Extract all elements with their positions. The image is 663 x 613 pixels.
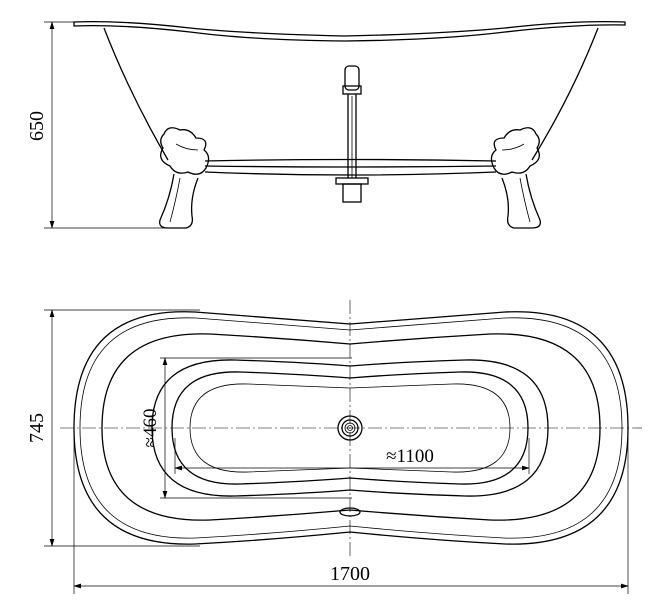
outer-rim-inner-edge [79,317,623,539]
drain-icon [337,415,363,441]
tub-body-left-side [103,27,169,161]
leg-crossbar [204,158,497,176]
side-view: 650 [26,20,626,229]
basin-length-dimension: ≈1100 [174,438,530,474]
basin-length-label: ≈1100 [386,446,434,467]
tub-body-right-side [531,27,599,161]
height-label: 650 [26,111,48,141]
outer-rim-outline [73,311,629,545]
depth-dimension: 745 [26,309,200,547]
depth-label: 745 [26,413,48,443]
length-label: 1700 [330,563,370,585]
ledge-outline [101,333,601,521]
right-claw-foot [490,127,541,229]
tub-rim [73,20,626,42]
basin-width-dimension: ≈460 [140,357,352,499]
basin-floor-outline [189,383,511,473]
basin-top-outline [151,359,549,497]
left-claw-foot [159,127,210,229]
floor-faucet [335,65,369,203]
height-dimension: 650 [26,21,168,229]
top-view: ≈460 ≈1100 745 1700 [26,300,642,594]
overflow-icon [339,507,361,517]
length-dimension: 1700 [73,430,629,594]
basin-bottom-outline [171,371,529,485]
basin-width-label: ≈460 [140,409,161,448]
